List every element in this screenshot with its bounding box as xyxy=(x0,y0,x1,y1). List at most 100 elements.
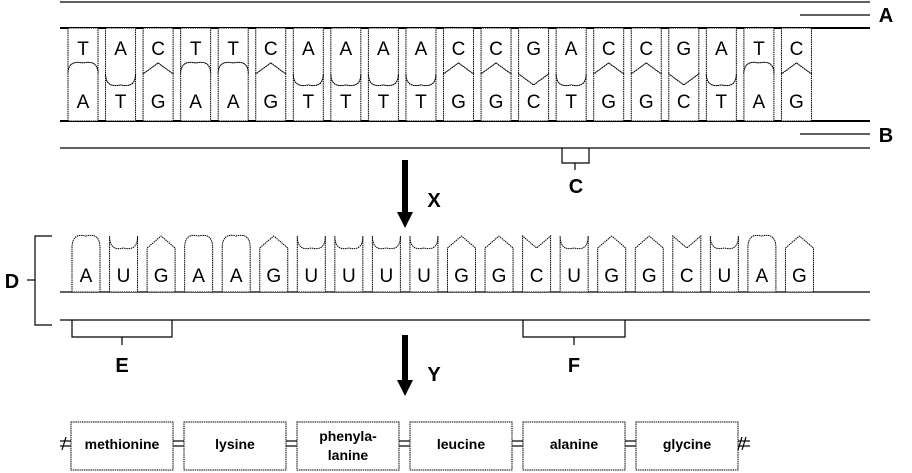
chain-break-mark xyxy=(61,436,67,451)
dna-bottom-base-letter: A xyxy=(189,92,202,113)
dna-top-base-letter: G xyxy=(676,39,691,60)
mrna-base-letter: G xyxy=(792,266,807,287)
mrna-base-letter: U xyxy=(717,266,731,287)
mrna-base-letter: G xyxy=(642,266,657,287)
amino-acid-box xyxy=(296,421,400,471)
amino-acid-label: alanine xyxy=(550,436,598,452)
label-x: X xyxy=(427,190,441,212)
dna-bottom-nucleotide xyxy=(480,62,512,122)
mrna-nucleotide xyxy=(597,235,627,293)
label-f: F xyxy=(568,355,580,377)
arrow-x-head xyxy=(397,212,413,228)
label-a: A xyxy=(879,5,893,27)
dna-bottom-nucleotide xyxy=(743,61,775,122)
dna-bottom-base-letter: T xyxy=(565,92,577,113)
mrna-nucleotide xyxy=(146,235,176,293)
mrna-base-letter: A xyxy=(230,266,243,287)
mrna-nucleotide xyxy=(784,235,814,293)
dna-top-base-letter: A xyxy=(415,39,428,60)
arrow-y-head xyxy=(397,380,413,396)
dna-top-base-letter: T xyxy=(753,39,765,60)
dna-top-base-letter: C xyxy=(602,39,616,60)
mrna-nucleotide xyxy=(296,235,326,293)
dna-bottom-nucleotide xyxy=(668,73,700,122)
mrna-nucleotide xyxy=(109,235,139,293)
nucleotide-bracket-c xyxy=(561,148,590,164)
mrna-nucleotide xyxy=(634,235,664,293)
dna-bottom-base-letter: G xyxy=(451,92,466,113)
dna-bottom-nucleotide xyxy=(67,61,99,122)
dna-top-base-letter: C xyxy=(489,39,503,60)
mrna-nucleotide xyxy=(672,234,702,293)
mrna-base-letter: U xyxy=(117,266,131,287)
dna-top-base-letter: A xyxy=(114,39,127,60)
dna-bottom-base-letter: C xyxy=(527,92,541,113)
dna-bottom-base-letter: G xyxy=(151,92,166,113)
mrna-base-letter: G xyxy=(266,266,281,287)
dna-bottom-nucleotide xyxy=(593,62,625,122)
dna-bottom-base-letter: G xyxy=(489,92,504,113)
mrna-nucleotide xyxy=(559,235,589,293)
dna-top-base-letter: T xyxy=(227,39,239,60)
amino-acid-label-line2: lanine xyxy=(328,447,369,463)
mrna-base-letter: U xyxy=(417,266,431,287)
dna-bottom-base-letter: T xyxy=(115,92,127,113)
dna-top-base-letter: A xyxy=(565,39,578,60)
dna-bottom-nucleotide xyxy=(405,73,437,122)
dna-top-base-letter: C xyxy=(639,39,653,60)
dna-bottom-nucleotide xyxy=(705,73,737,122)
dna-bottom-nucleotide xyxy=(142,62,174,122)
dna-bottom-nucleotide xyxy=(555,73,587,122)
dna-top-base-letter: A xyxy=(302,39,315,60)
arrow-y-shaft xyxy=(402,335,408,382)
amino-acid-box xyxy=(70,421,174,471)
mrna-nucleotide xyxy=(709,235,739,293)
dna-bottom-nucleotide xyxy=(217,61,249,122)
codon-bracket-f xyxy=(522,320,626,338)
label-e: E xyxy=(115,355,128,377)
amino-acid-label: glycine xyxy=(663,436,711,452)
dna-bottom-nucleotide xyxy=(292,73,324,122)
mrna-base-letter: U xyxy=(304,266,318,287)
mrna-base-letter: U xyxy=(342,266,356,287)
dna-bottom-base-letter: A xyxy=(227,92,240,113)
dna-bottom-nucleotide xyxy=(780,62,812,122)
arrow-x-shaft xyxy=(402,160,408,214)
dna-bottom-base-letter: G xyxy=(639,92,654,113)
mrna-nucleotide xyxy=(184,234,214,293)
codon-bracket-e xyxy=(71,320,173,338)
dna-bottom-base-letter: T xyxy=(340,92,352,113)
mrna-nucleotide xyxy=(334,235,364,293)
mrna-base-letter: G xyxy=(492,266,507,287)
dna-bottom-nucleotide xyxy=(630,62,662,122)
mrna-bracket-d xyxy=(34,235,52,326)
mrna-base-letter: C xyxy=(530,266,544,287)
mrna-base-letter: A xyxy=(756,266,769,287)
dna-top-base-letter: A xyxy=(715,39,728,60)
dna-bottom-base-letter: A xyxy=(753,92,766,113)
mrna-base-letter: G xyxy=(154,266,169,287)
dna-bottom-nucleotide xyxy=(518,73,550,122)
mrna-nucleotide xyxy=(409,235,439,293)
mrna-nucleotide xyxy=(522,234,552,293)
mrna-nucleotide xyxy=(747,234,777,293)
mrna-nucleotide xyxy=(484,235,514,293)
dna-bottom-base-letter: G xyxy=(601,92,616,113)
dna-bottom-base-letter: G xyxy=(789,92,804,113)
mrna-nucleotide xyxy=(371,235,401,293)
dna-bottom-nucleotide xyxy=(105,73,137,122)
amino-acid-label: leucine xyxy=(437,436,485,452)
dna-bottom-nucleotide xyxy=(367,73,399,122)
mrna-base-letter: G xyxy=(604,266,619,287)
dna-top-base-letter: C xyxy=(151,39,165,60)
dna-bottom-base-letter: T xyxy=(302,92,314,113)
dna-top-base-letter: C xyxy=(264,39,278,60)
amino-acid-box xyxy=(183,421,287,471)
dna-bottom-base-letter: C xyxy=(677,92,691,113)
mrna-base-letter: U xyxy=(567,266,581,287)
mrna-base-letter: A xyxy=(80,266,93,287)
dna-bottom-base-letter: G xyxy=(263,92,278,113)
dna-top-base-letter: C xyxy=(790,39,804,60)
amino-acid-box xyxy=(635,421,739,471)
